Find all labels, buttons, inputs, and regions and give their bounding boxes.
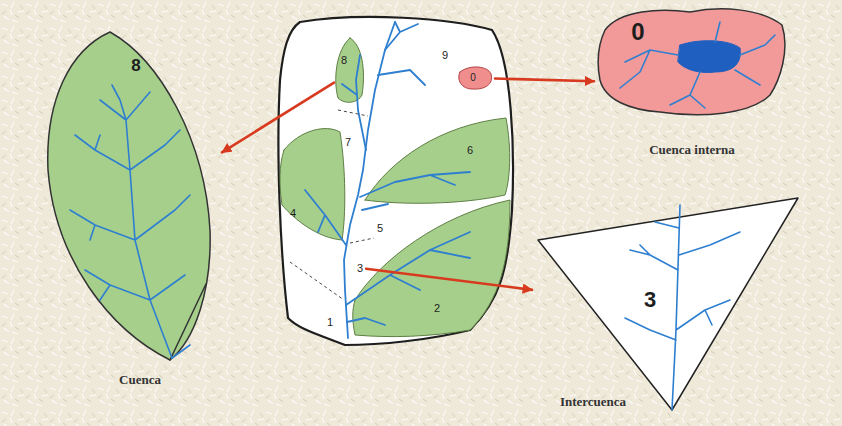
- caption-label: Intercuenca: [560, 395, 626, 410]
- river-branch: [378, 22, 425, 85]
- shape-path: [353, 200, 510, 337]
- river-branch: [305, 190, 346, 245]
- text-slot: 3: [357, 262, 363, 275]
- basin-number: 0: [631, 18, 644, 46]
- shape-path: [365, 118, 510, 203]
- text-slot: Intercuenca: [560, 395, 626, 410]
- subbasin-region: 6: [360, 112, 512, 207]
- shape-path: [598, 9, 785, 115]
- shape-path: [172, 345, 190, 358]
- divide-line: [290, 262, 344, 300]
- subbasin-area: 5: [374, 219, 386, 238]
- text-slot: 1: [327, 316, 333, 329]
- internal-basin: 0Cuenca interna: [594, 4, 792, 164]
- river-branch: [346, 232, 470, 305]
- divide-line: [338, 110, 368, 116]
- text-slot: 4: [290, 207, 296, 220]
- main-river: [344, 22, 395, 338]
- river-branch: [362, 204, 388, 210]
- shape-outline: [334, 36, 368, 108]
- shape-path: [625, 205, 740, 410]
- shape-outline: [278, 124, 348, 246]
- shape-outline: [350, 194, 514, 340]
- subbasin-area: 1: [324, 313, 336, 332]
- subbasin-area: 7: [342, 133, 354, 152]
- text-slot: 7: [345, 136, 351, 149]
- text-slot: 8: [341, 54, 347, 67]
- subbasin-area: 9: [439, 46, 451, 65]
- text-slot: Cuenca interna: [649, 143, 735, 158]
- basin-number: 1: [327, 316, 333, 329]
- basin-number: 3: [357, 262, 363, 275]
- shape-path: [70, 85, 190, 358]
- text-slot: Cuenca: [119, 373, 161, 388]
- text-slot: 0: [631, 18, 644, 46]
- divide-line: [350, 238, 374, 243]
- shape-outline: [532, 194, 802, 420]
- text-slot: 9: [442, 49, 448, 62]
- internal-subbasin: 0: [455, 64, 495, 92]
- shape-path: [538, 198, 798, 410]
- basin-shape: 8Cuenca: [40, 26, 222, 392]
- caption-label: Cuenca interna: [649, 143, 735, 158]
- text-slot: 2: [434, 302, 440, 315]
- basin-number: 7: [345, 136, 351, 149]
- text-slot: 8: [131, 56, 140, 76]
- shape-path: [678, 41, 740, 73]
- shape-path: [48, 32, 210, 360]
- basin-number: 8: [341, 54, 347, 67]
- basin-number: 2: [434, 302, 440, 315]
- basin-outline: [278, 17, 513, 345]
- interbasin: 3Intercuenca: [532, 194, 802, 420]
- shape-path: [459, 67, 492, 89]
- basin-number: 9: [442, 49, 448, 62]
- subbasin-region: 4: [278, 124, 348, 246]
- shape-outline: [40, 26, 222, 392]
- text-slot: 3: [644, 287, 656, 312]
- shape-path: [280, 129, 345, 240]
- basin-number: 5: [377, 222, 383, 235]
- river-branch: [360, 172, 470, 197]
- caption-label: Cuenca: [119, 373, 161, 388]
- text-slot: 6: [467, 144, 473, 157]
- basin-number: 4: [290, 207, 296, 220]
- basin-number: 3: [644, 287, 656, 312]
- river-branch: [347, 318, 385, 325]
- text-slot: 0: [470, 72, 476, 84]
- subbasin-region: 8: [334, 36, 368, 108]
- subbasin-area: 3: [354, 259, 366, 278]
- shape-outline: [594, 4, 792, 164]
- river-branch: [342, 55, 366, 150]
- text-slot: 5: [377, 222, 383, 235]
- shape-outline: [360, 112, 512, 207]
- basin-number: 0: [470, 72, 476, 84]
- pointer-arrow: [495, 79, 594, 82]
- subbasin-region: 2: [350, 194, 514, 340]
- shape-path: [336, 38, 364, 102]
- shape-path: [170, 284, 206, 360]
- basin-number: 6: [467, 144, 473, 157]
- basin-number: 8: [131, 56, 140, 76]
